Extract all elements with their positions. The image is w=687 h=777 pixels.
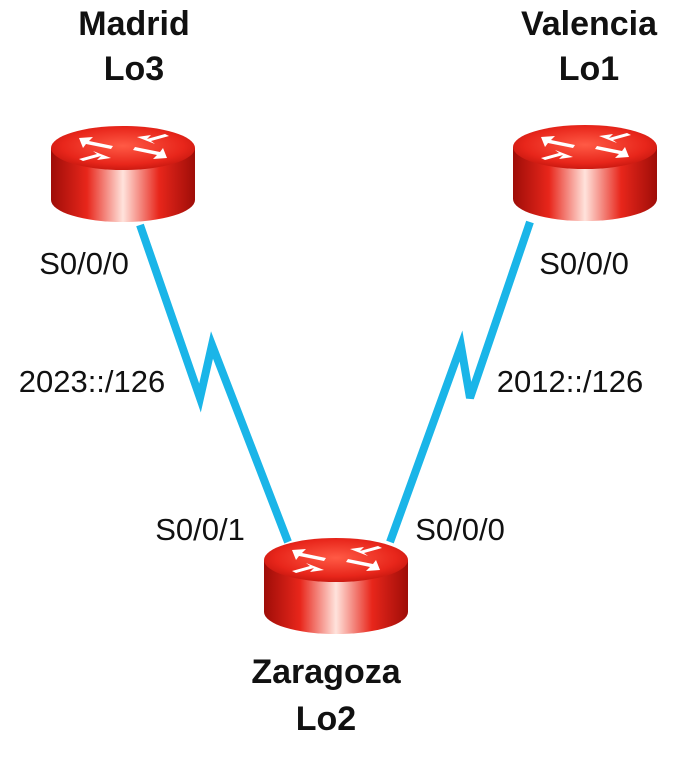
router-icon[interactable] (51, 126, 195, 222)
network-label-madrid-zaragoza: 2023::/126 (19, 364, 166, 399)
router-icon[interactable] (513, 125, 657, 221)
router-loopback-valencia: Lo1 (559, 50, 619, 88)
interface-label-valencia: S0/0/0 (539, 246, 629, 281)
serial-link-valencia-zaragoza[interactable] (386, 220, 534, 544)
network-label-valencia-zaragoza: 2012::/126 (497, 364, 644, 399)
router-loopback-madrid: Lo3 (104, 50, 164, 88)
serial-link-madrid-zaragoza[interactable] (136, 223, 292, 544)
interface-label-madrid: S0/0/0 (39, 246, 129, 281)
router-loopback-zaragoza: Lo2 (296, 700, 356, 738)
router-name-valencia: Valencia (521, 5, 658, 43)
interface-label-zaragoza-left: S0/0/1 (155, 512, 245, 547)
router-icon[interactable] (264, 538, 408, 634)
router-name-zaragoza: Zaragoza (251, 653, 401, 691)
interface-label-zaragoza-right: S0/0/0 (415, 512, 505, 547)
router-name-madrid: Madrid (78, 5, 189, 43)
